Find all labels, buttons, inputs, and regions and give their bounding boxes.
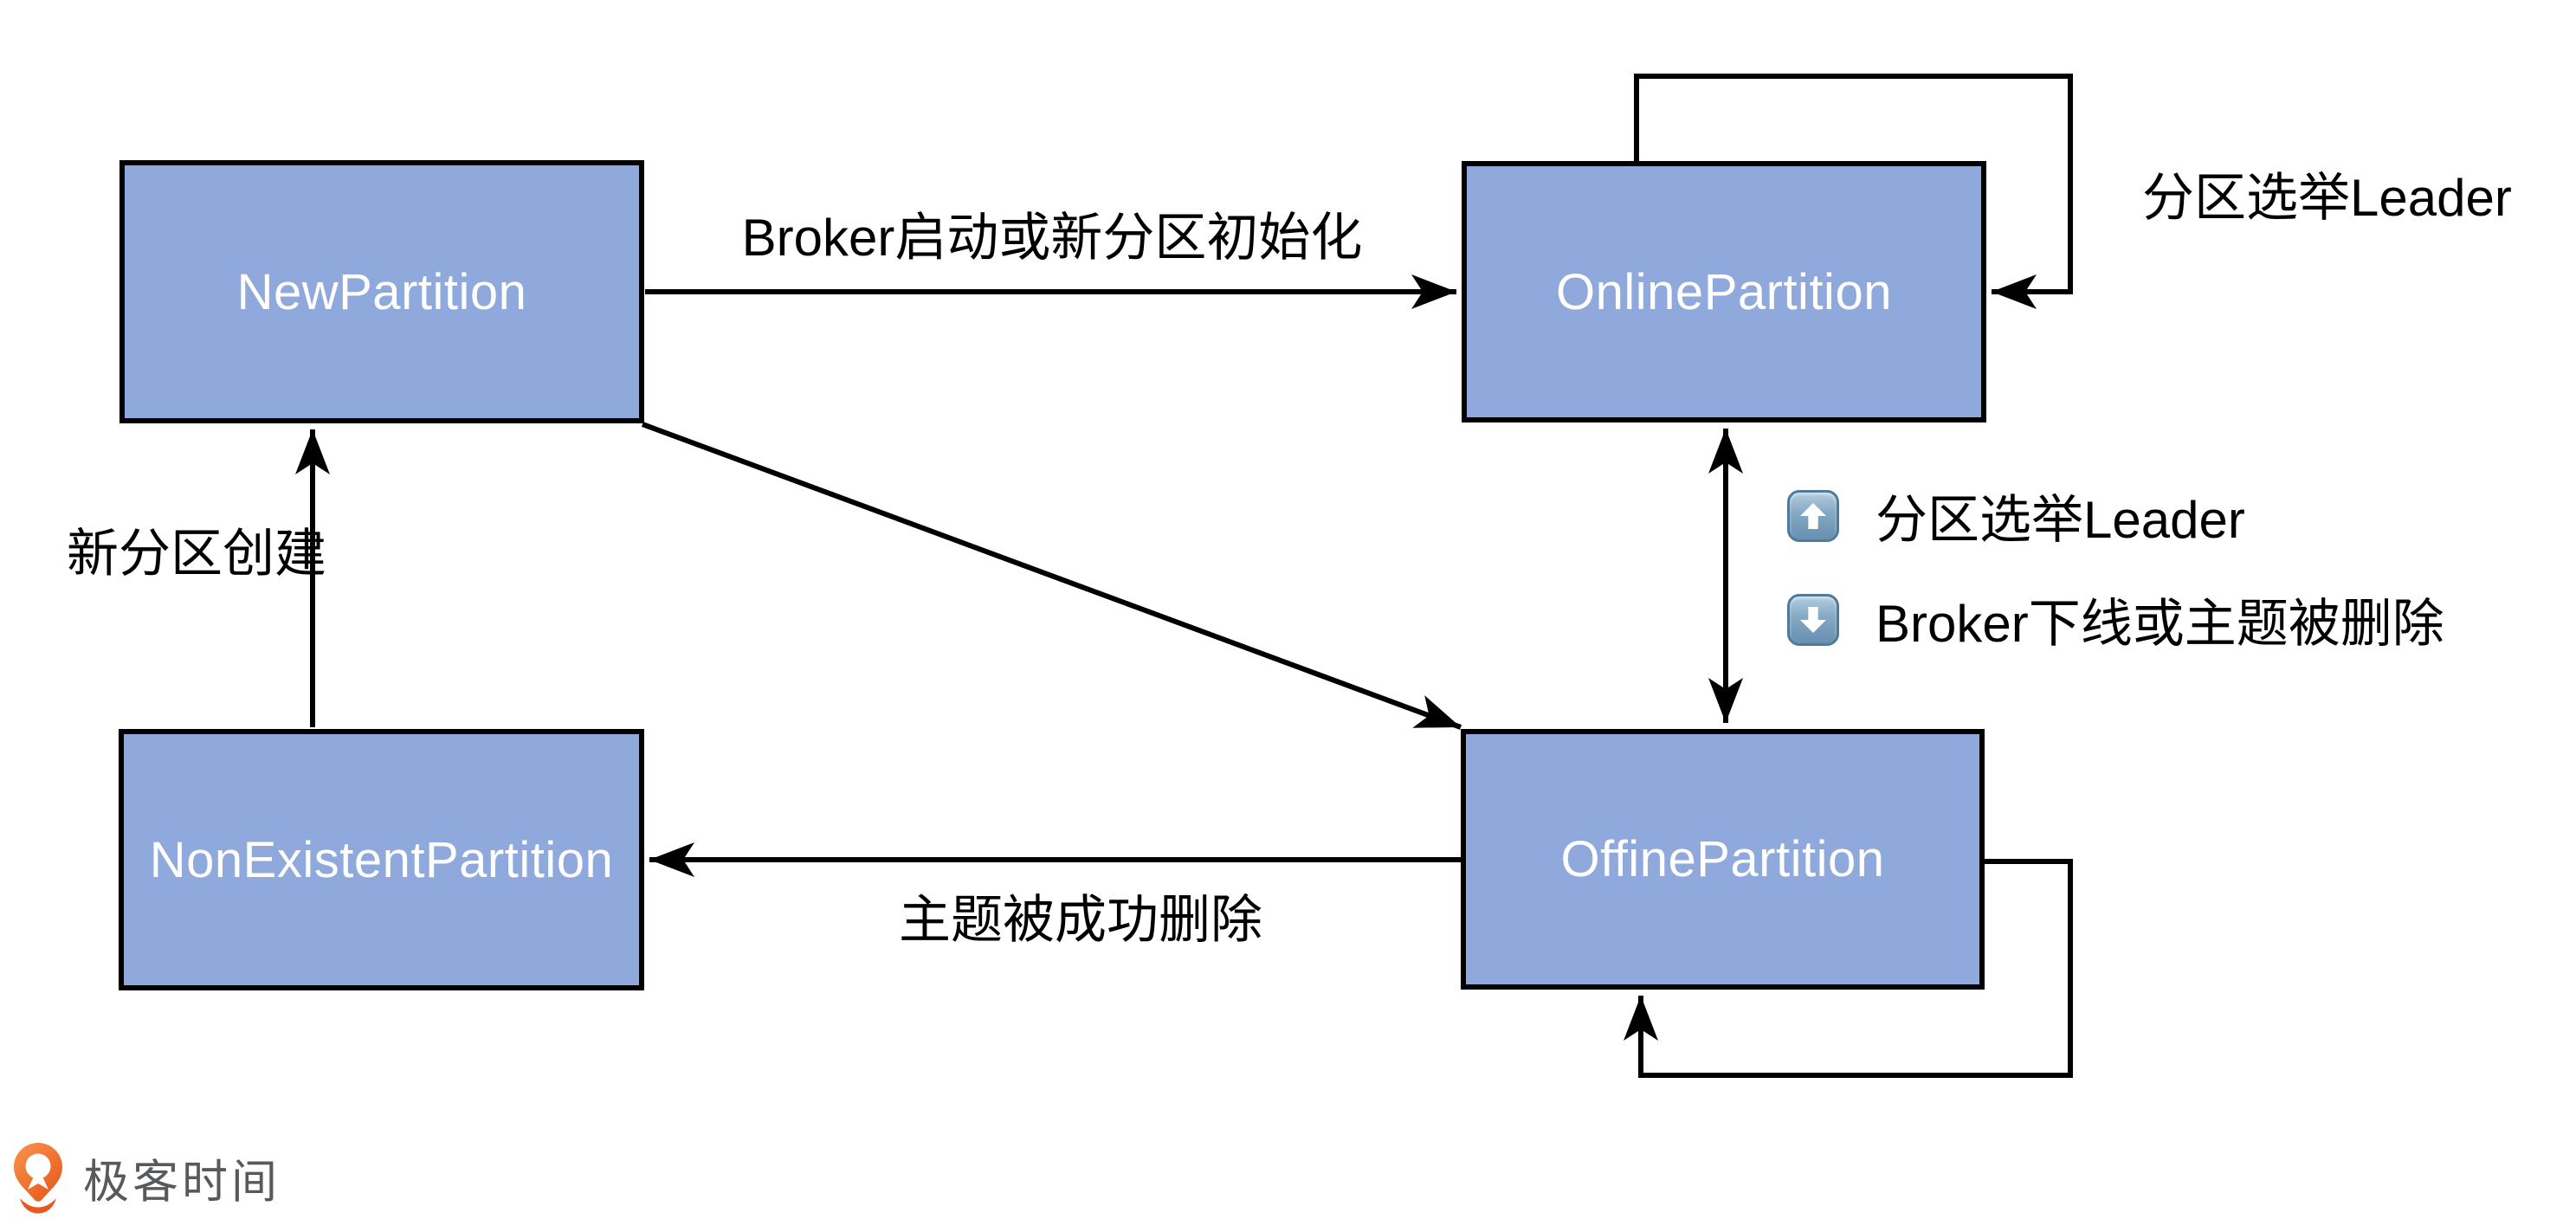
- annotation-leader-election-up: 分区选举Leader: [1787, 478, 2245, 553]
- label-broker-start: Broker启动或新分区初始化: [741, 209, 1363, 267]
- annotation-leader-election-up-text: 分区选举Leader: [1876, 491, 2245, 549]
- label-topic-deleted: 主题被成功删除: [899, 891, 1262, 949]
- label-new-partition-created: 新分区创建: [67, 525, 326, 583]
- node-nonexistent-partition-label: NonExistentPartition: [149, 831, 614, 888]
- node-new-partition-label: NewPartition: [236, 263, 527, 320]
- geektime-logo-text: 极客时间: [83, 1157, 281, 1208]
- annotation-broker-down-text: Broker下线或主题被删除: [1876, 595, 2444, 653]
- node-online-partition: OnlinePartition: [1462, 161, 1986, 422]
- node-online-partition-label: OnlinePartition: [1556, 263, 1892, 320]
- down-arrow-badge-icon: [1787, 593, 1839, 646]
- node-offine-partition: OffinePartition: [1461, 729, 1985, 990]
- geektime-pin-icon: [14, 1143, 62, 1214]
- geektime-logo: 极客时间: [10, 1141, 281, 1216]
- edge-offine-self-loop: [1624, 859, 2073, 1078]
- annotation-broker-down: Broker下线或主题被删除: [1787, 582, 2444, 657]
- node-nonexistent-partition: NonExistentPartition: [119, 729, 644, 990]
- edge-new-to-offine: [641, 422, 1462, 730]
- node-offine-partition-label: OffinePartition: [1560, 831, 1885, 887]
- up-arrow-badge-icon: [1787, 489, 1839, 542]
- edge-online-self-loop: [1634, 74, 2073, 309]
- node-new-partition: NewPartition: [119, 160, 644, 423]
- label-leader-election-loop: 分区选举Leader: [2142, 169, 2512, 227]
